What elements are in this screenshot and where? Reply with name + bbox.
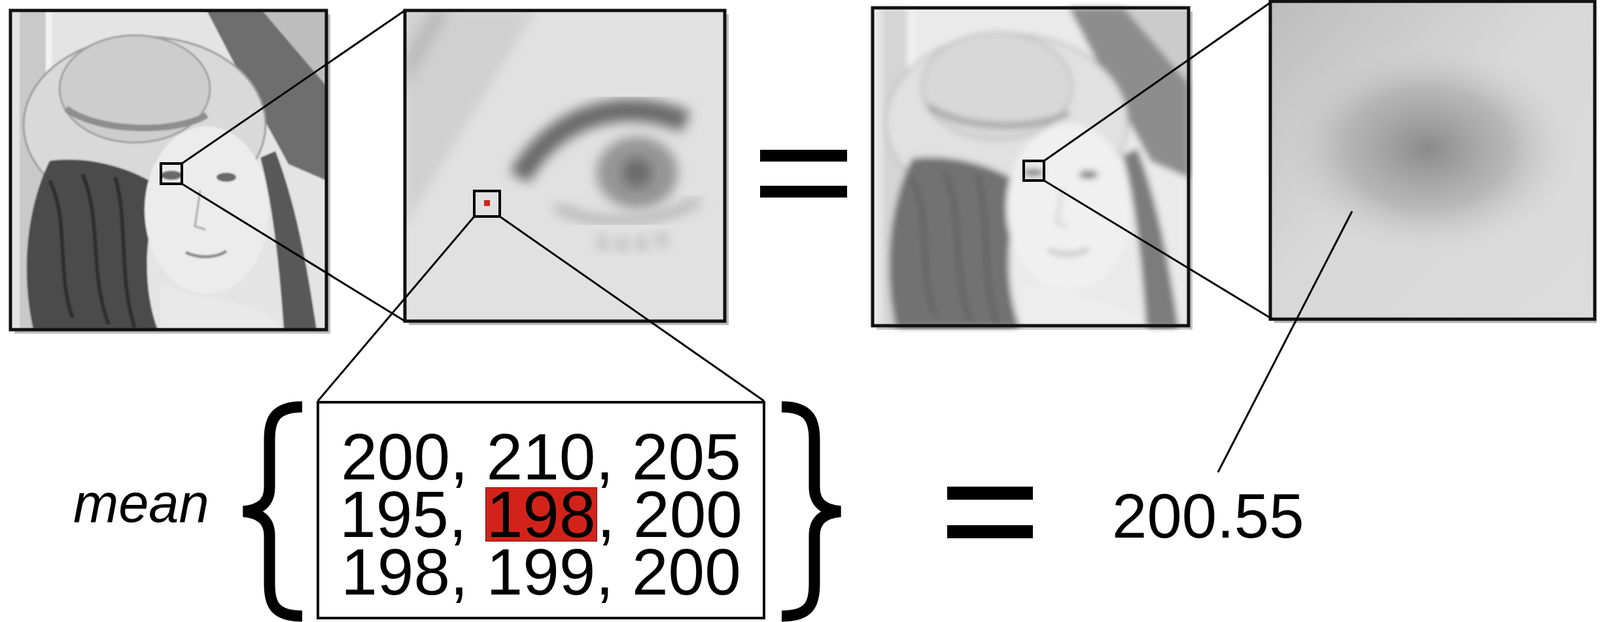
zoom-line: [181, 183, 405, 322]
cell-text: 200, 210, 205: [340, 427, 742, 486]
leader-line: [1217, 211, 1353, 473]
zoom-frame: [1270, 1, 1595, 320]
result-value: 200.55: [1112, 484, 1305, 548]
zoom-marker: [160, 163, 182, 184]
text-row: 200, 210, 205: [319, 427, 763, 486]
equals-sign: [760, 185, 848, 198]
zoomed-eye: [404, 10, 725, 322]
blurred-photo: [872, 7, 1189, 328]
zoom-line: [499, 216, 765, 401]
zoom-line: [1043, 2, 1271, 161]
text-row: 198, 199, 200: [319, 542, 763, 601]
zoom-line: [317, 216, 475, 401]
photo-frame: [10, 10, 327, 330]
zoom-frame: [404, 10, 725, 322]
cell-text: 198: [486, 487, 596, 541]
equals-sign: [947, 525, 1033, 539]
operation-label: mean: [73, 476, 210, 531]
pixel-window: 200, 210, 205195, 198, 200198, 199, 200: [316, 400, 766, 620]
center-pixel: 198: [485, 487, 598, 542]
zoom-line: [1043, 180, 1271, 318]
equals-sign: [947, 486, 1033, 500]
zoom-marker: [1023, 160, 1044, 181]
pixel-marker: [484, 200, 490, 207]
zoom-marker: [474, 191, 500, 217]
equals-sign: [760, 149, 848, 162]
cell-text: 198, 199, 200: [340, 542, 742, 601]
cell-text: 195,: [339, 485, 468, 543]
text-row: 195, 198, 200: [319, 485, 763, 543]
zoomed-blur: [1270, 1, 1597, 320]
cell-text: , 200: [597, 485, 743, 543]
photo-frame: [872, 7, 1189, 326]
left-brace: [243, 406, 303, 617]
photo: [10, 10, 327, 330]
blur-veil: [872, 7, 1189, 326]
zoom-line: [181, 10, 405, 164]
right-brace: [781, 406, 841, 617]
